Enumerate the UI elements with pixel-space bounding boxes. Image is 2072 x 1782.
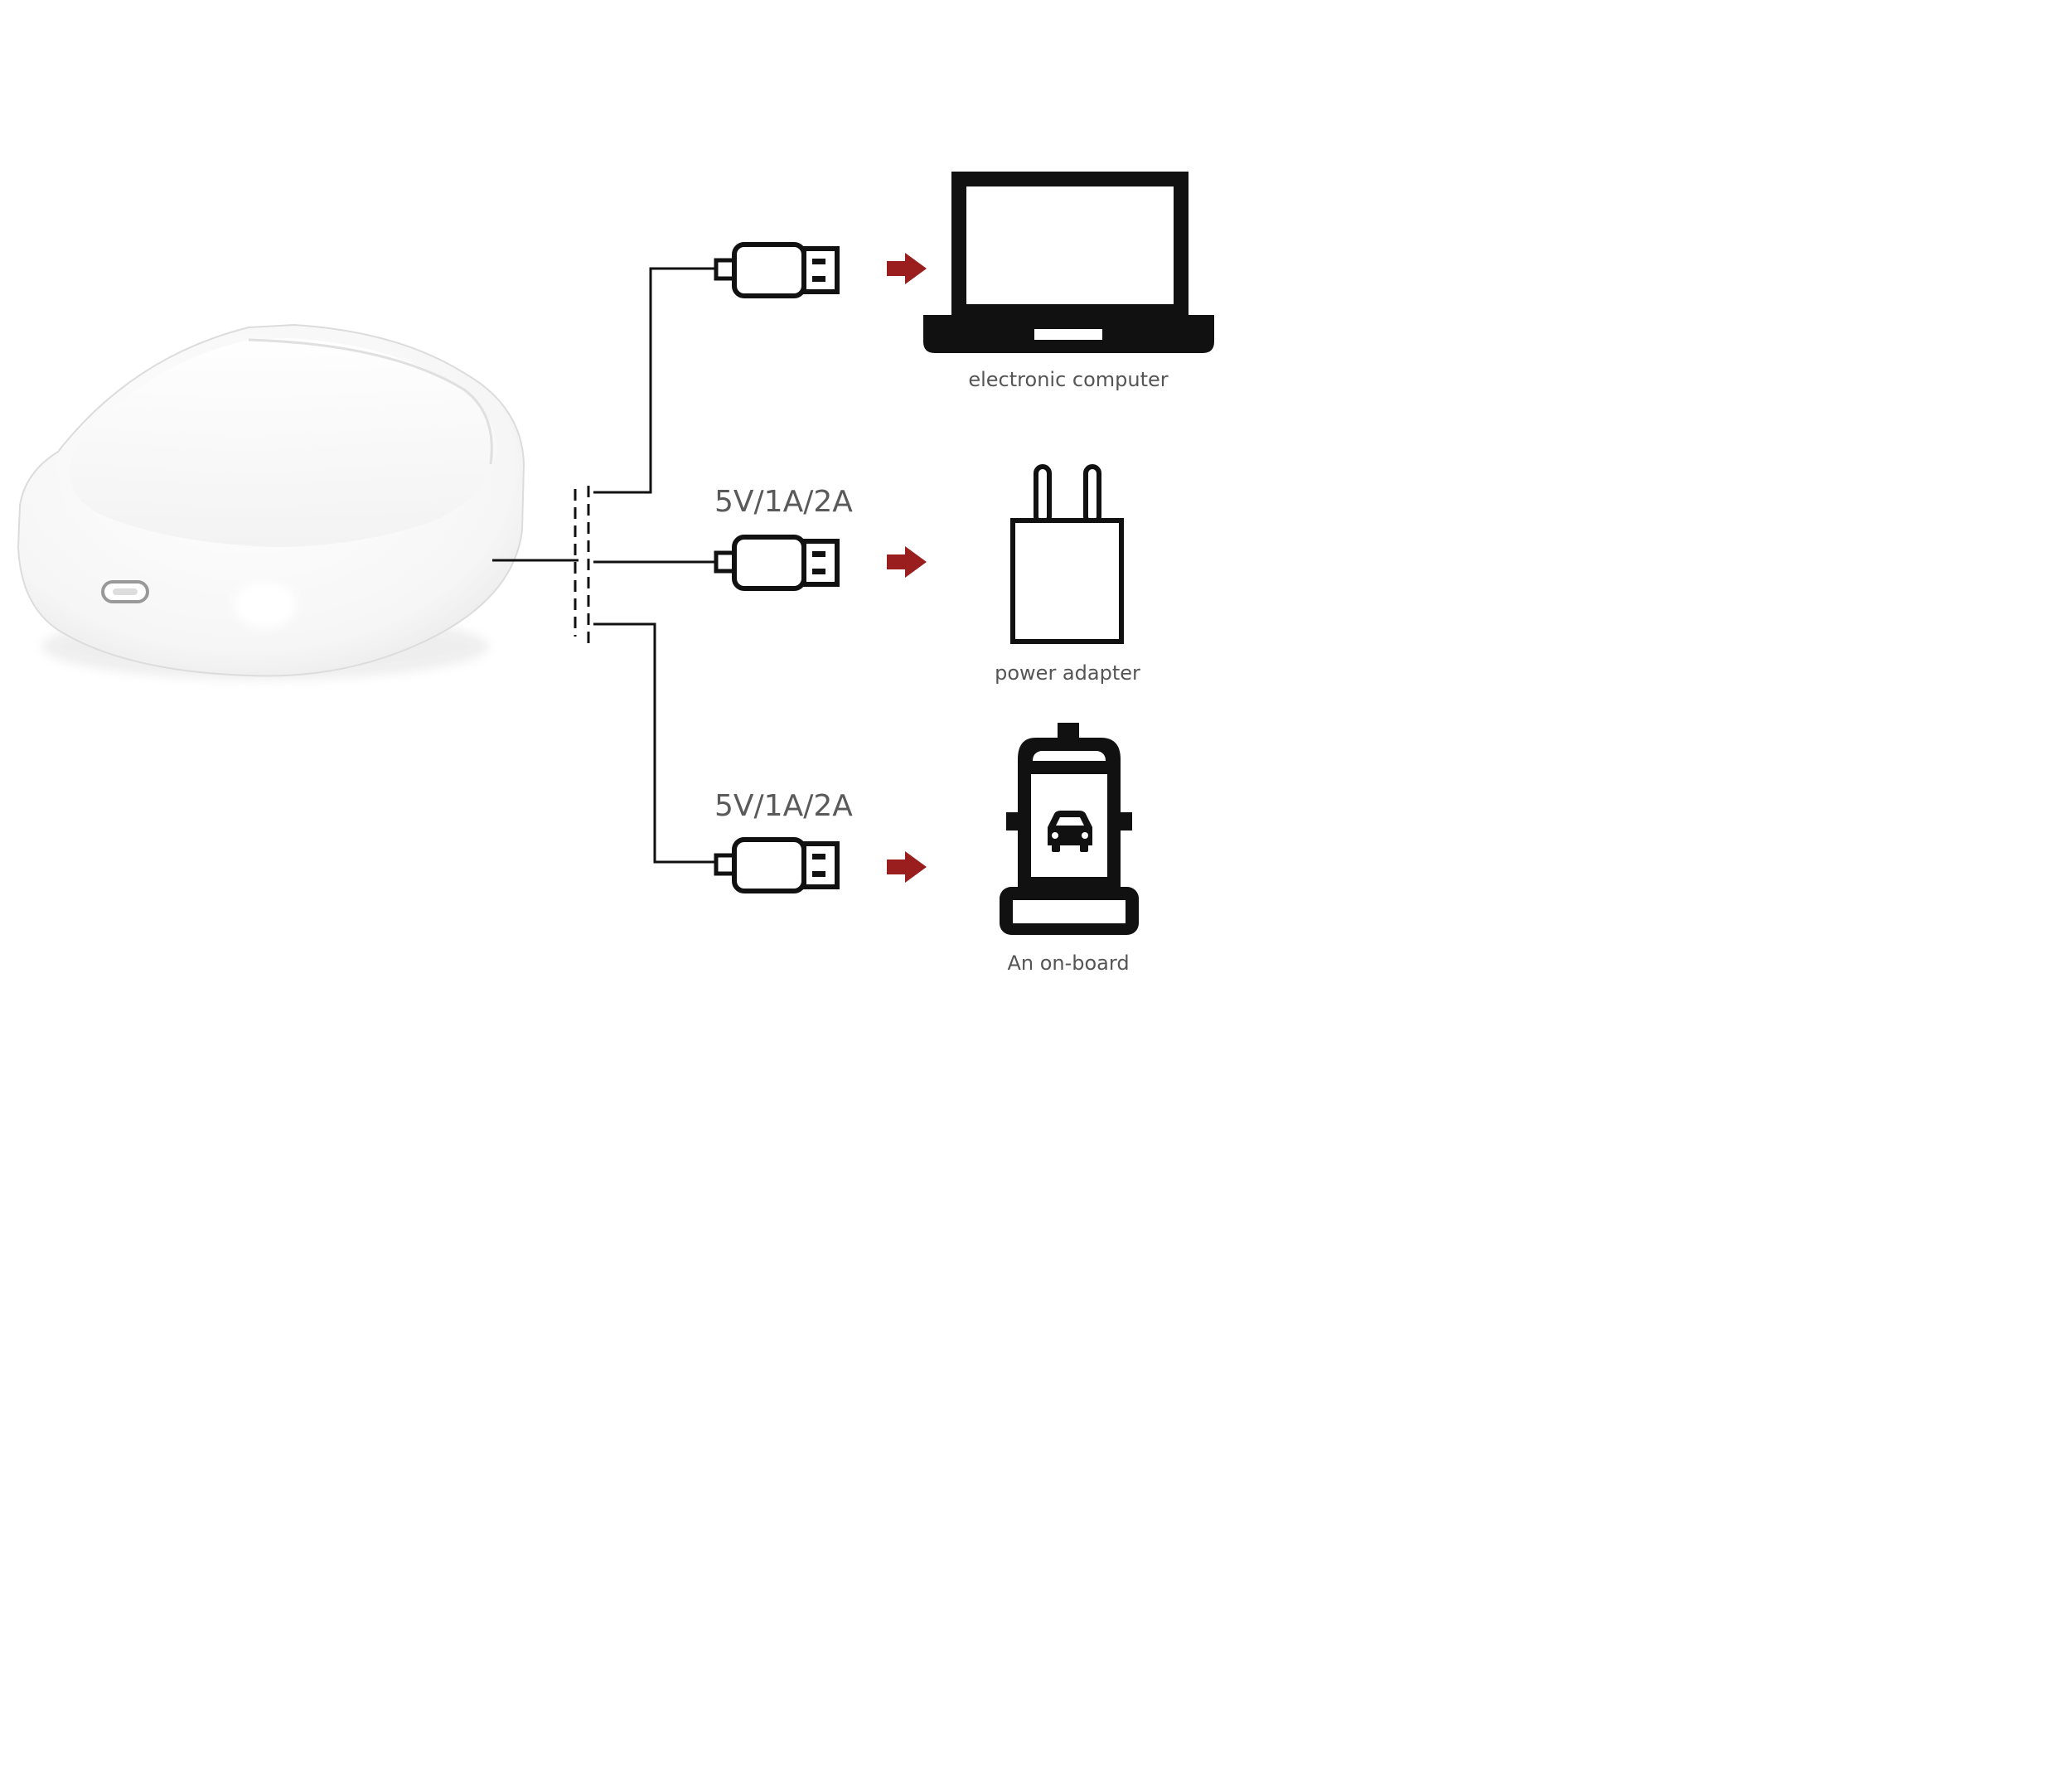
- spec-label-adapter: 5V/1A/2A: [714, 485, 853, 519]
- car-charger-icon: [1000, 723, 1139, 935]
- label-computer: electronic computer: [968, 368, 1168, 391]
- right-arrow-icon: [887, 253, 927, 284]
- label-adapter: power adapter: [995, 661, 1140, 685]
- right-arrow-icon: [887, 851, 927, 883]
- cable-lines: [492, 267, 716, 864]
- right-arrow-icon: [887, 546, 927, 578]
- usb-plug-icon: [716, 245, 837, 296]
- charging-case-image: [17, 323, 525, 680]
- case-seam: [248, 338, 493, 465]
- car-symbol-icon: [1048, 811, 1092, 852]
- case-lid-top: [70, 338, 498, 547]
- usb-plug-icon: [716, 840, 837, 891]
- laptop-icon: [923, 172, 1214, 353]
- charging-diagram: 5V/1A/2A 5V/1A/2A electronic computer po…: [17, 172, 1214, 975]
- spec-label-car: 5V/1A/2A: [714, 789, 853, 823]
- power-adapter-icon: [1010, 464, 1124, 644]
- label-car: An on-board: [1007, 952, 1129, 975]
- usb-plug-icon: [716, 537, 837, 588]
